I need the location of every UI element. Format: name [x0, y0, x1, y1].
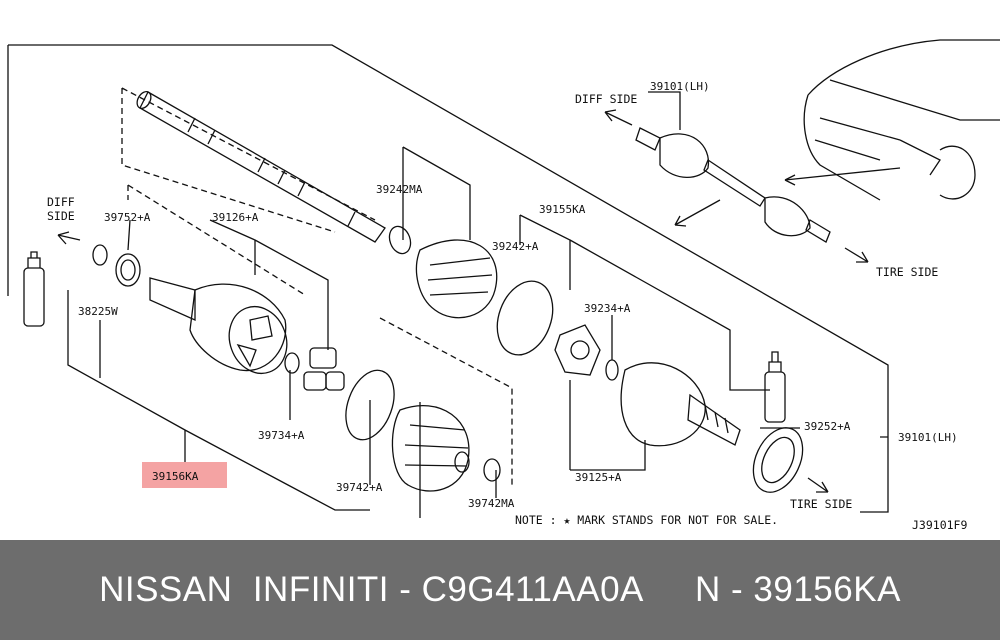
car-arrow	[784, 167, 901, 186]
boot-band-39242ma	[388, 225, 412, 255]
joint-group-bracket	[127, 184, 306, 296]
label-39101-lh-right: 39101(LH)	[898, 431, 958, 444]
label-39156ka: 39156KA	[152, 470, 199, 483]
tire-side-bottom: TIRE SIDE	[790, 497, 852, 511]
shaft-group-bracket	[121, 87, 376, 233]
band-39242	[496, 280, 554, 356]
assembled-driveshaft	[635, 127, 831, 243]
label-39252: 39252+A	[804, 420, 851, 433]
diagram-code: J39101F9	[912, 518, 967, 532]
label-39101-lh-top: 39101(LH)	[650, 80, 710, 93]
band-39742ma	[483, 458, 501, 482]
vehicle-silhouette	[803, 39, 1000, 201]
label-39742: 39742+A	[336, 481, 383, 494]
label-39125: 39125+A	[575, 471, 622, 484]
dust-seal-39252	[752, 427, 804, 493]
band-39742	[345, 369, 395, 441]
inner-joint	[149, 277, 288, 375]
grease-tube-left	[23, 251, 45, 327]
diff-side-left-1: DIFF	[47, 195, 75, 209]
circlip-right	[605, 359, 619, 381]
diff-arrow-left	[57, 231, 81, 245]
circlip-mid	[284, 352, 300, 374]
label-39234: 39234+A	[584, 302, 631, 315]
label-39155ka: 39155KA	[539, 203, 586, 216]
footer-banner: NISSAN INFINITI - C9G411AA0A N - 39156KA	[0, 540, 1000, 640]
tripod	[303, 347, 345, 391]
highlight-box	[142, 462, 227, 488]
down-arrow	[674, 199, 721, 227]
tire-arrow-top	[844, 247, 869, 263]
label-39734: 39734+A	[258, 429, 305, 442]
boot-group-bracket	[379, 317, 513, 485]
label-39742ma: 39742MA	[468, 497, 515, 510]
grease-tube-right	[764, 351, 786, 423]
parts-diagram: 39101(LH) 39242MA 39155KA 39752+A 39126+…	[7, 39, 1000, 532]
note-text: NOTE : ★ MARK STANDS FOR NOT FOR SALE.	[515, 513, 778, 527]
boot-39742	[391, 405, 470, 492]
seal-39752	[115, 253, 141, 287]
diff-arrow-top	[604, 109, 633, 126]
leader-lines	[67, 91, 888, 518]
tire-arrow-bottom	[807, 477, 829, 493]
footer-part: N - 39156KA	[695, 570, 901, 609]
boot-top	[415, 239, 498, 319]
axle-shaft	[136, 90, 386, 243]
label-39242ma: 39242MA	[376, 183, 423, 196]
label-38225w: 38225W	[78, 305, 118, 318]
diff-side-top: DIFF SIDE	[575, 92, 637, 106]
label-39242: 39242+A	[492, 240, 539, 253]
diagram-frame	[7, 44, 889, 513]
tire-side-top: TIRE SIDE	[876, 265, 938, 279]
footer-brand: NISSAN INFINITI - C9G411AA0A	[99, 570, 644, 609]
footer-gap	[644, 570, 695, 610]
label-39752: 39752+A	[104, 211, 151, 224]
diff-side-left-2: SIDE	[47, 209, 75, 223]
outer-joint-housing	[620, 362, 741, 447]
circlip-left	[92, 244, 108, 266]
label-39126: 39126+A	[212, 211, 259, 224]
ball-cage	[554, 324, 601, 376]
